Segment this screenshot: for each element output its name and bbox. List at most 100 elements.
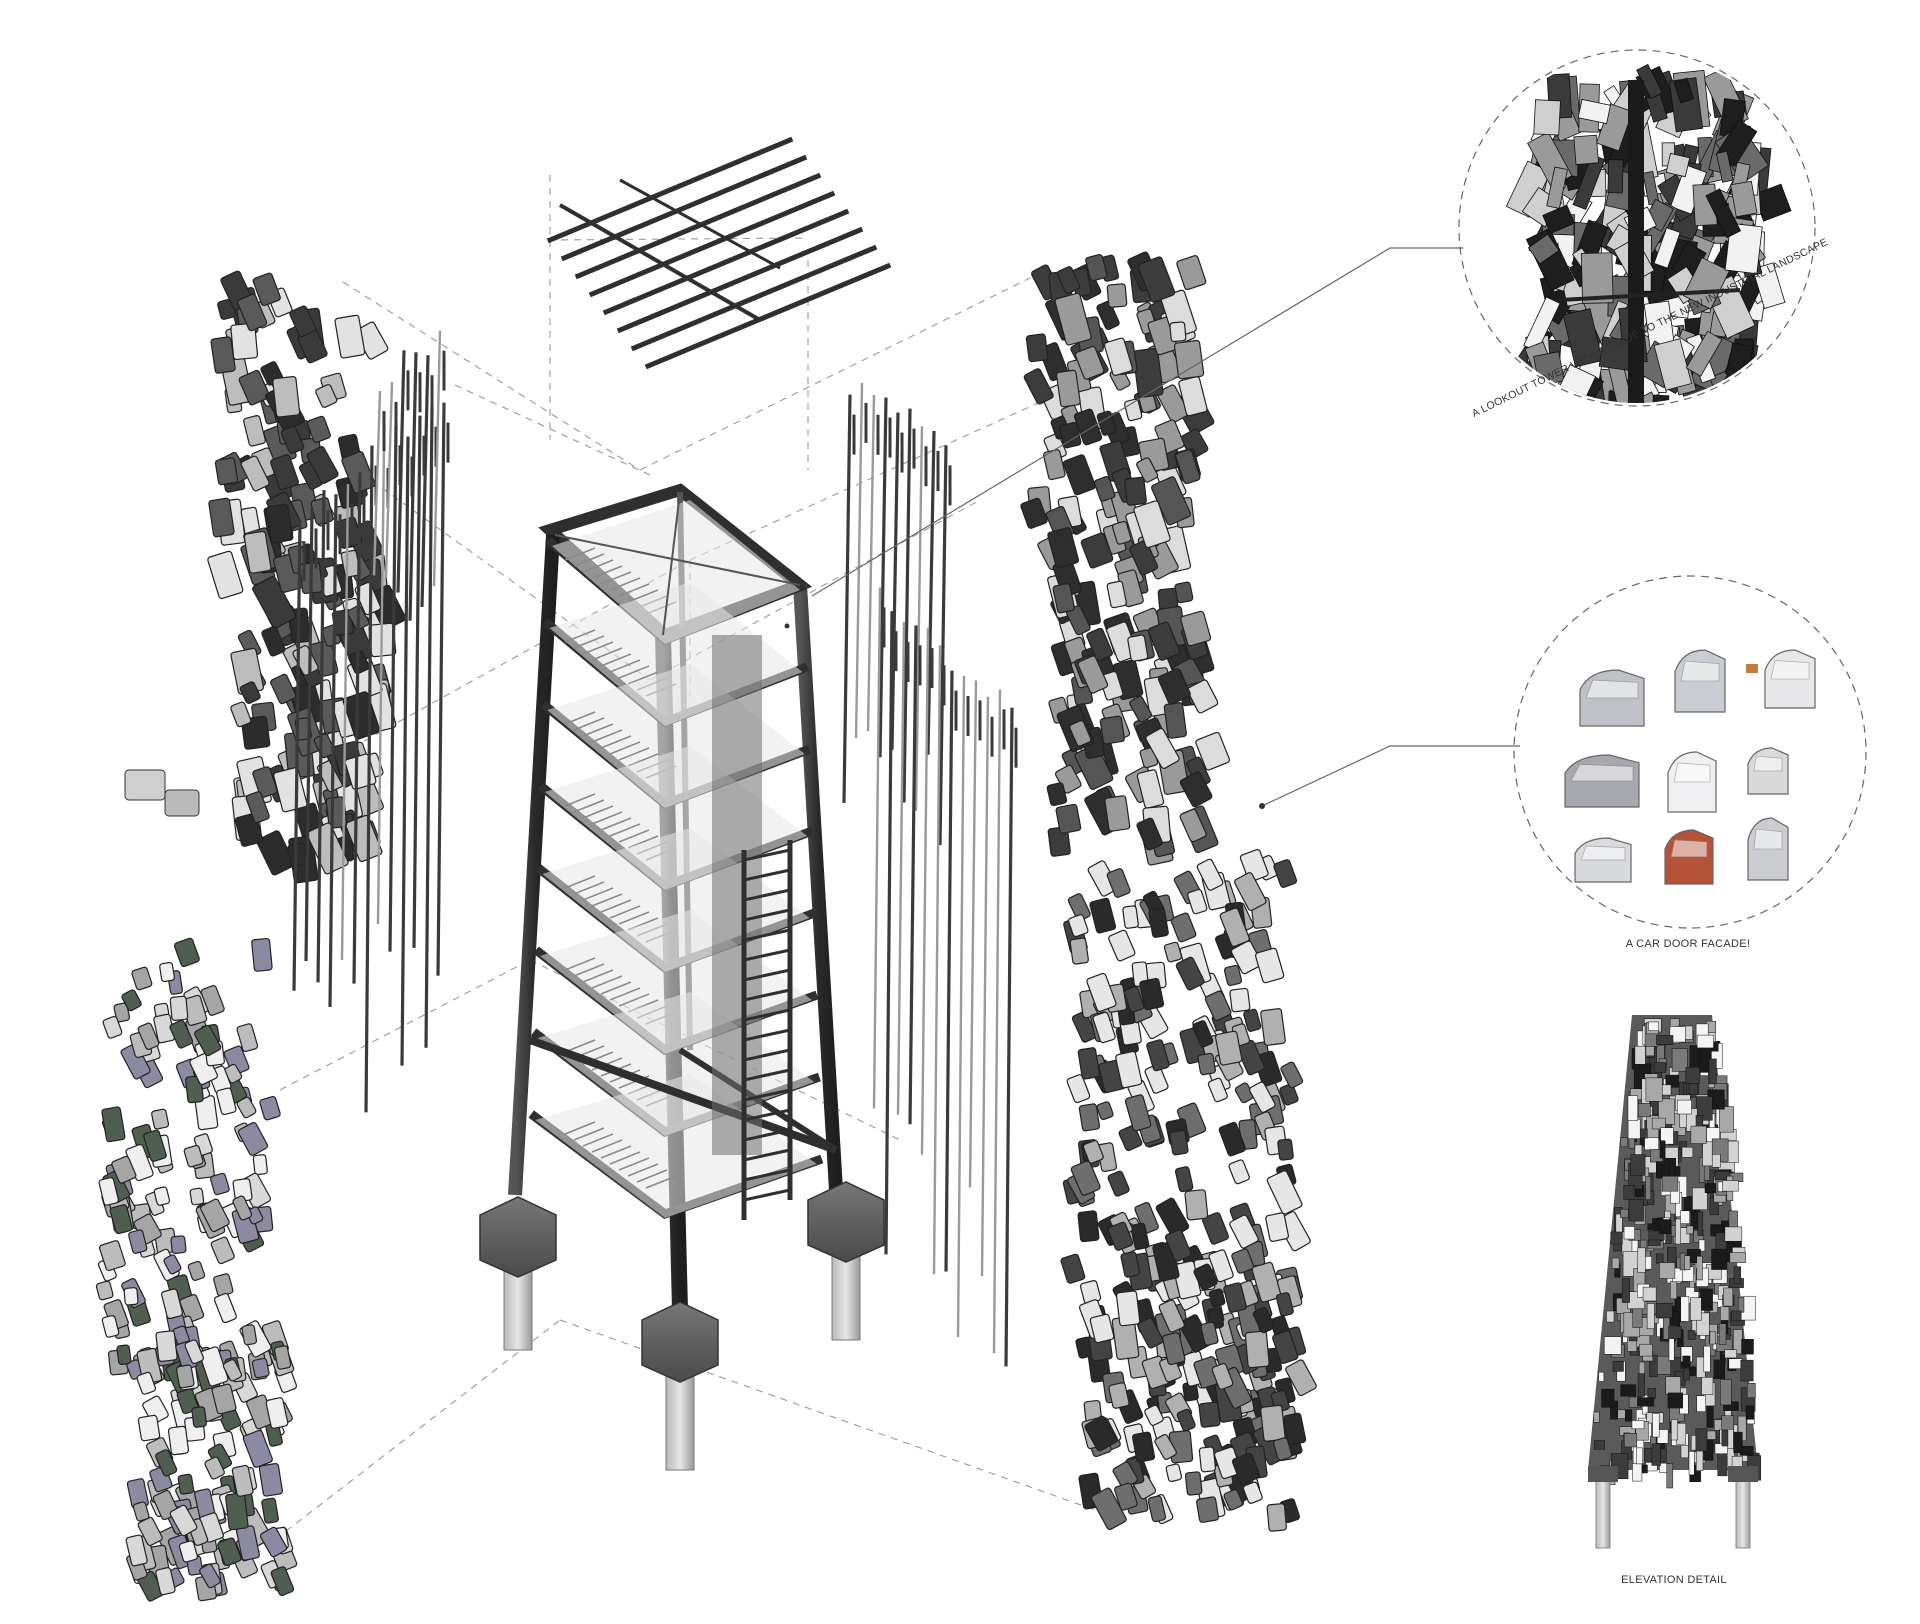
elevation-door-fragment: [1659, 1262, 1676, 1279]
elevation-door-fragment: [1645, 1077, 1663, 1102]
car-door-panel: [1175, 956, 1205, 991]
car-door-panel: [1084, 1415, 1118, 1452]
car-door-panel: [204, 1456, 225, 1480]
car-door-samples: [1564, 649, 1816, 885]
elevation-door-fragment: [1627, 1119, 1641, 1139]
elevation-door-fragment: [1647, 1230, 1665, 1241]
elevation-door-fragment: [1631, 1420, 1645, 1430]
vertical-rail: [968, 680, 978, 1188]
elevation-door-fragment: [1703, 1345, 1711, 1373]
car-door-panel: [1096, 1101, 1114, 1121]
stair-tread: [609, 823, 641, 837]
elevation-door-fragment: [1669, 1281, 1678, 1300]
photo-door-fragment: [1542, 204, 1576, 235]
stair-tread: [627, 671, 659, 685]
vertical-rail: [436, 402, 446, 976]
car-door-panel: [1054, 292, 1092, 346]
car-door-panel: [1077, 1047, 1100, 1080]
car-door-panel: [261, 626, 286, 657]
car-door-panel: [251, 937, 273, 972]
door-open-frame: [1667, 751, 1717, 813]
elevation-door-fragment: [1720, 1379, 1732, 1406]
elevation-door-fragment: [1740, 1359, 1754, 1382]
stair-tread: [564, 793, 596, 807]
stair-tread: [600, 899, 632, 913]
car-door-panel: [1123, 986, 1145, 1013]
photo-door-fragment: [1673, 77, 1695, 104]
car-door-panel: [1118, 1125, 1143, 1152]
roof-beam: [560, 154, 808, 262]
car-door-panel: [1066, 1074, 1091, 1104]
vertical-rail: [384, 381, 394, 579]
car-door-panel: [213, 1273, 234, 1297]
stair-tread: [582, 969, 614, 983]
car-door-panel: [1208, 1249, 1234, 1283]
car-door-panel: [354, 581, 382, 616]
car-door-panel: [230, 322, 259, 361]
car-door-panel: [200, 1198, 230, 1233]
elevation-door-fragment: [1665, 1376, 1681, 1395]
car-door-panel: [1122, 905, 1139, 929]
roof-beam: [616, 226, 864, 334]
car-door-panel: [1099, 715, 1125, 745]
car-door-panel: [1175, 449, 1201, 485]
car-door-panel: [121, 989, 142, 1012]
ladder-rung: [743, 968, 791, 982]
car-door-panel: [1184, 1189, 1209, 1221]
ladder-rung: [743, 908, 791, 922]
elevation-door-fragment: [1687, 1330, 1696, 1340]
stair-tread: [591, 729, 623, 743]
photo-door-fragment: [1527, 233, 1560, 265]
car-door-panel: [178, 1540, 198, 1563]
car-door-panel: [1089, 897, 1117, 934]
car-door-window: [1680, 660, 1720, 682]
car-door-panel: [1086, 972, 1117, 1012]
elevation-door-fragment: [1680, 1296, 1690, 1322]
car-door-panel: [1174, 581, 1194, 604]
stair-tread: [573, 553, 605, 567]
car-door-panel: [1144, 1404, 1164, 1426]
car-door-panel: [1195, 731, 1231, 771]
car-door-panel: [1078, 1103, 1101, 1132]
elevation-door-fragment: [1723, 1287, 1734, 1307]
car-door-panel: [101, 1106, 126, 1143]
stair-tread: [582, 723, 614, 737]
car-door-window: [1670, 839, 1708, 858]
car-door-panel: [259, 1095, 281, 1121]
car-door-panel: [270, 454, 299, 491]
pile-cap: [641, 1301, 719, 1383]
car-door-panel: [1275, 1292, 1294, 1317]
vertical-rail: [328, 494, 338, 1007]
stair-tread: [573, 881, 605, 895]
elevation-door-fragment: [1659, 1140, 1666, 1159]
car-door-panel: [1229, 1214, 1259, 1249]
car-door-panel: [1056, 266, 1081, 294]
photo-door-fragment: [1746, 358, 1793, 403]
elevation-door-fragment: [1688, 1451, 1695, 1476]
elevation-door-fragment: [1636, 1447, 1643, 1465]
car-door-panel: [1231, 1248, 1255, 1274]
left-car-door-facade: [95, 270, 407, 1602]
door-with-mirror: [1764, 649, 1816, 709]
vertical-rail: [956, 675, 966, 1338]
car-door-panel: [306, 822, 349, 875]
car-door-panel: [306, 415, 331, 443]
car-door-panel: [230, 701, 252, 728]
car-door-panel: [1106, 283, 1128, 308]
car-door-panel: [1248, 1081, 1276, 1113]
stair-tread: [564, 711, 596, 725]
car-door-panel: [1176, 255, 1207, 291]
vertical-rail: [902, 408, 912, 803]
elevation-door-fragment: [1656, 1035, 1674, 1045]
vertical-rail: [372, 391, 382, 576]
elevation-door-fragment: [1641, 1464, 1648, 1474]
elevation-door-fragment: [1682, 1355, 1691, 1366]
car-door-panel: [1158, 1299, 1185, 1333]
elevation-door-fragment: [1692, 1187, 1708, 1210]
car-door-panel: [1137, 1317, 1164, 1349]
elevation-door-fragment: [1621, 1278, 1630, 1303]
car-door-panel: [243, 415, 266, 447]
car-door-panel: [1103, 337, 1133, 376]
car-door-panel: [1136, 817, 1163, 851]
elevation-door-fragment: [1713, 1359, 1726, 1379]
